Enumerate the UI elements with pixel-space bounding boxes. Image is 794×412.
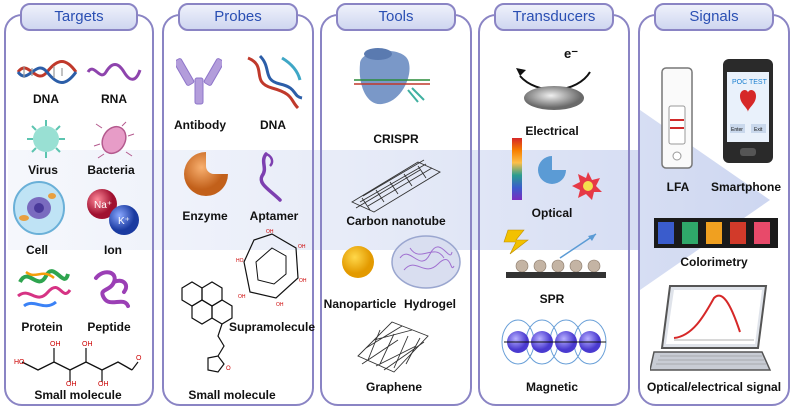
label-tool-nanoparticle: Nanoparticle bbox=[323, 297, 397, 311]
svg-text:OH: OH bbox=[298, 244, 306, 250]
colorimetry-tubes-icon bbox=[654, 218, 778, 248]
label-probe-supramolecule: Supramolecule bbox=[228, 320, 316, 334]
enzyme-icon bbox=[184, 152, 228, 196]
label-target-rna: RNA bbox=[101, 92, 127, 106]
label-tool-graphene: Graphene bbox=[365, 380, 423, 394]
phone-screen-title: POC TEST bbox=[732, 79, 768, 86]
label-target-protein: Protein bbox=[21, 320, 63, 334]
svg-text:O: O bbox=[226, 366, 231, 372]
hydrogel-icon bbox=[391, 235, 461, 289]
ion-k-text: K⁺ bbox=[118, 216, 130, 227]
svg-text:O: O bbox=[136, 355, 142, 362]
label-tool-crispr: CRISPR bbox=[373, 132, 419, 146]
label-target-dna: DNA bbox=[33, 92, 59, 106]
svg-text:HO: HO bbox=[236, 258, 244, 264]
label-target-virus: Virus bbox=[28, 163, 58, 177]
label-tool-hydrogel: Hydrogel bbox=[403, 297, 457, 311]
label-target-bacteria: Bacteria bbox=[87, 163, 135, 177]
label-tool-carbon-nanotube: Carbon nanotube bbox=[346, 214, 446, 228]
label-probe-dna: DNA bbox=[260, 118, 286, 132]
svg-text:OH: OH bbox=[276, 302, 284, 308]
rna-strand-icon bbox=[86, 63, 142, 81]
cell-icon bbox=[13, 181, 65, 235]
svg-text:OH: OH bbox=[98, 381, 109, 386]
tab-transducers: Transducers bbox=[494, 3, 614, 31]
label-signal-colorimetry: Colorimetry bbox=[680, 255, 748, 269]
dna-helix-icon bbox=[16, 60, 78, 84]
svg-text:OH: OH bbox=[299, 278, 307, 284]
tab-probes: Probes bbox=[178, 3, 298, 31]
label-transducer-optical: Optical bbox=[531, 206, 573, 220]
label-target-ion: Ion bbox=[104, 243, 122, 257]
tab-tools: Tools bbox=[336, 3, 456, 31]
svg-text:OH: OH bbox=[266, 229, 274, 235]
label-target-cell: Cell bbox=[25, 243, 49, 257]
label-probe-aptamer: Aptamer bbox=[249, 209, 299, 223]
supramolecule-structure-icon: OH OH OH OH OH HO bbox=[236, 229, 307, 308]
label-probe-small-molecule: Small molecule bbox=[188, 388, 276, 402]
label-probe-antibody: Antibody bbox=[174, 118, 226, 132]
optical-transducer-icon bbox=[512, 138, 602, 200]
peptide-icon bbox=[94, 270, 130, 308]
label-probe-enzyme: Enzyme bbox=[182, 209, 228, 223]
tab-targets: Targets bbox=[20, 3, 138, 31]
carbon-nanotube-icon bbox=[351, 159, 441, 213]
bacteria-icon bbox=[93, 121, 135, 159]
phone-exit-button: Exit bbox=[754, 127, 763, 133]
label-transducer-spr: SPR bbox=[539, 292, 565, 306]
laptop-icon bbox=[650, 285, 772, 371]
label-signal-smartphone: Smartphone bbox=[710, 180, 782, 194]
graphene-icon bbox=[357, 321, 429, 373]
magnetic-transducer-icon bbox=[501, 319, 607, 365]
ion-icon: Na⁺ K⁺ bbox=[87, 189, 139, 235]
label-signal-optical-electrical: Optical/electrical signal bbox=[646, 380, 782, 394]
nanoparticle-icon bbox=[342, 246, 374, 278]
electron-symbol: e⁻ bbox=[564, 46, 578, 61]
tab-signals: Signals bbox=[654, 3, 774, 31]
label-transducer-magnetic: Magnetic bbox=[525, 380, 579, 394]
aptamer-icon bbox=[259, 152, 282, 202]
svg-text:OH: OH bbox=[238, 294, 246, 300]
svg-text:OH: OH bbox=[82, 341, 93, 348]
lfa-strip-icon bbox=[661, 67, 693, 169]
label-target-peptide: Peptide bbox=[87, 320, 131, 334]
protein-icon bbox=[17, 269, 72, 308]
label-signal-lfa: LFA bbox=[666, 180, 690, 194]
svg-text:HO: HO bbox=[14, 359, 25, 366]
electrical-transducer-icon: e⁻ bbox=[516, 46, 591, 110]
label-transducer-electrical: Electrical bbox=[525, 124, 579, 138]
phone-enter-button: Enter bbox=[731, 127, 743, 133]
dna-probe-icon bbox=[247, 54, 303, 110]
smartphone-icon: POC TEST Enter Exit bbox=[723, 59, 773, 163]
svg-text:OH: OH bbox=[50, 341, 61, 348]
virus-icon bbox=[27, 120, 65, 158]
label-target-small-molecule: Small molecule bbox=[34, 388, 122, 402]
small-molecule-probe-icon: O bbox=[181, 281, 233, 373]
small-molecule-structure-icon: HO OH OH OH OH O bbox=[14, 341, 142, 386]
crispr-icon bbox=[354, 48, 430, 105]
antibody-icon bbox=[176, 58, 222, 105]
svg-text:OH: OH bbox=[66, 381, 77, 386]
spr-transducer-icon bbox=[503, 229, 606, 278]
ion-na-text: Na⁺ bbox=[94, 200, 112, 211]
